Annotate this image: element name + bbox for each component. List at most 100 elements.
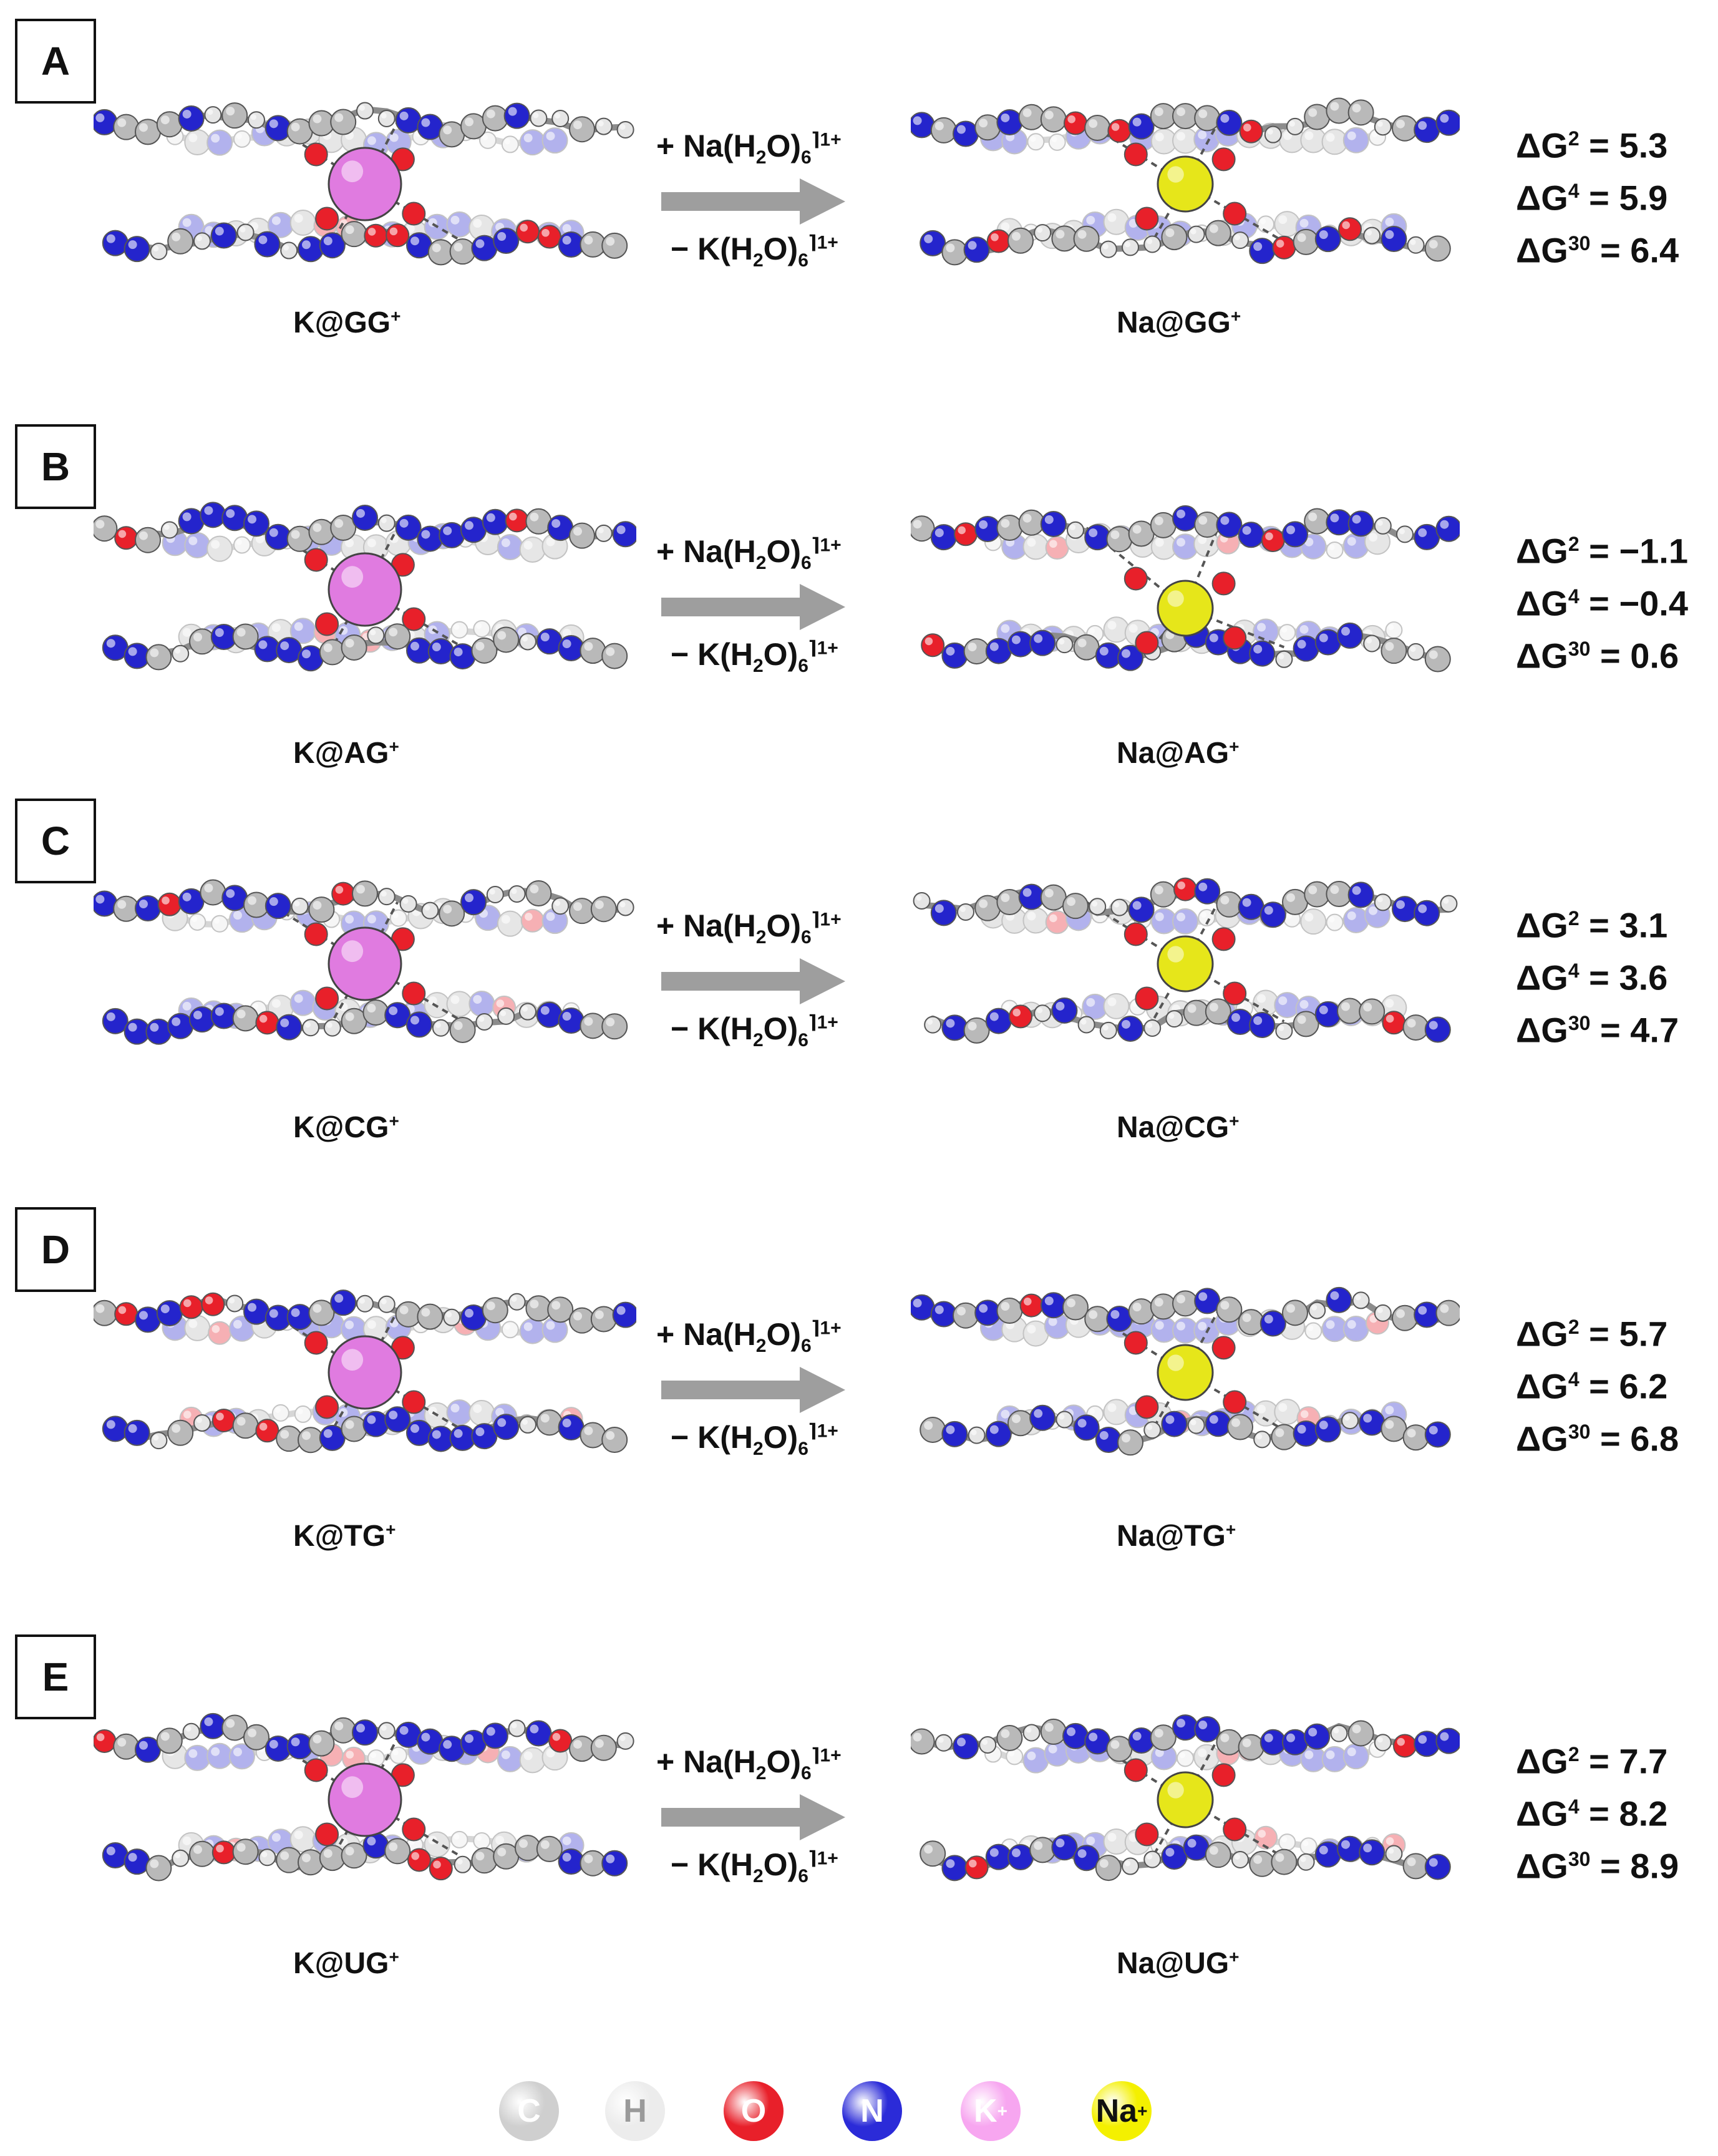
atom	[1056, 636, 1074, 654]
atom-highlight	[139, 123, 148, 132]
atom	[519, 1003, 536, 1021]
atom-highlight	[236, 133, 242, 139]
atom-highlight	[1022, 108, 1032, 117]
base-layer	[102, 999, 628, 1045]
atom-highlight	[302, 1431, 311, 1440]
atom	[601, 643, 628, 669]
atom	[1205, 1842, 1231, 1868]
atom-highlight	[182, 1001, 192, 1011]
atom	[167, 228, 194, 255]
atom-highlight	[991, 233, 999, 241]
atom-highlight	[1037, 1008, 1043, 1014]
oxygen-atom	[1123, 142, 1148, 167]
atom-highlight	[367, 1320, 376, 1329]
atom	[417, 525, 444, 552]
atom	[1045, 536, 1069, 560]
atom	[590, 1734, 617, 1761]
base-layer	[102, 623, 628, 672]
atom	[208, 1321, 232, 1345]
atom-highlight	[1086, 998, 1095, 1007]
free-energy-row: ΔG2 = −1.1	[1516, 518, 1688, 571]
atom-highlight	[1177, 1719, 1185, 1728]
atom-highlight	[540, 1006, 550, 1015]
atom	[254, 231, 281, 258]
atom-highlight	[1209, 1846, 1218, 1855]
atom-highlight	[616, 1306, 626, 1315]
rx-o: O)	[766, 534, 801, 569]
atom-highlight	[313, 901, 322, 910]
atom-highlight	[294, 900, 300, 906]
atom-highlight	[1234, 235, 1240, 241]
atom	[519, 129, 546, 156]
atom	[1249, 238, 1276, 265]
bond	[1182, 1323, 1210, 1336]
atom-highlight	[196, 1417, 202, 1423]
legend-label: Na	[1095, 2093, 1138, 2129]
atom-highlight	[454, 624, 460, 630]
atom-highlight	[192, 916, 198, 922]
rx-o: O)	[766, 1744, 801, 1779]
atom-highlight	[175, 1852, 181, 1858]
atom-highlight	[530, 1724, 539, 1734]
dg-equals: =	[1590, 1419, 1631, 1459]
atom	[113, 114, 140, 140]
atom-highlight	[1077, 1419, 1087, 1428]
atom-highlight	[389, 227, 398, 236]
bond	[395, 1323, 424, 1333]
atom	[1227, 1009, 1253, 1036]
bond	[485, 135, 513, 147]
atom-highlight	[1034, 634, 1043, 643]
bond	[1054, 1321, 1082, 1332]
atom-highlight	[1297, 1425, 1306, 1434]
dg-value: 3.6	[1619, 958, 1668, 998]
atom-highlight	[1242, 1313, 1251, 1323]
base-layer	[94, 502, 636, 553]
atom-highlight	[1128, 624, 1138, 633]
bond	[395, 1747, 424, 1757]
atom-highlight	[410, 1016, 419, 1025]
atom-highlight	[128, 1022, 137, 1032]
left-complex-name: K@CG	[293, 1111, 389, 1144]
dg-symbol: ΔG	[1516, 905, 1568, 945]
atom	[964, 1855, 989, 1880]
atom	[226, 1294, 244, 1313]
atom-highlight	[139, 531, 148, 540]
atom-highlight	[1044, 110, 1054, 120]
atom-highlight	[215, 1007, 224, 1016]
atom-highlight	[160, 1732, 170, 1741]
atom	[421, 901, 439, 920]
oxygen-atom	[1223, 1390, 1247, 1414]
atom-highlight	[345, 1320, 354, 1329]
atom-highlight	[280, 1018, 289, 1027]
atom	[1150, 908, 1177, 935]
atom	[1381, 226, 1407, 253]
atom	[1227, 1414, 1253, 1440]
atom	[1183, 1834, 1210, 1861]
atom	[1084, 115, 1111, 142]
atom	[501, 1321, 519, 1339]
atom	[1103, 1828, 1130, 1855]
atom	[1103, 616, 1130, 643]
atom-highlight	[345, 1420, 354, 1429]
atom-highlight	[1154, 107, 1163, 117]
atom	[160, 521, 178, 539]
bond	[478, 1003, 508, 1012]
atom	[1056, 1411, 1074, 1429]
dg-equals: =	[1579, 958, 1619, 998]
oxygen-atom	[1211, 147, 1236, 172]
atom	[1424, 1016, 1451, 1043]
atom-highlight	[399, 111, 409, 120]
atom-highlight	[1001, 518, 1010, 528]
atom-highlight	[497, 631, 507, 640]
atom-highlight	[1001, 1729, 1010, 1739]
atom-highlight	[562, 1853, 571, 1862]
ion-highlight	[341, 566, 364, 588]
atom	[395, 1721, 422, 1748]
dg-equals: =	[1590, 230, 1631, 270]
atom	[1150, 881, 1177, 908]
metal-ion	[328, 147, 402, 221]
atom-highlight	[411, 1852, 419, 1860]
bond	[238, 538, 268, 549]
atom-highlight	[367, 228, 376, 236]
atom-highlight	[989, 1425, 999, 1434]
